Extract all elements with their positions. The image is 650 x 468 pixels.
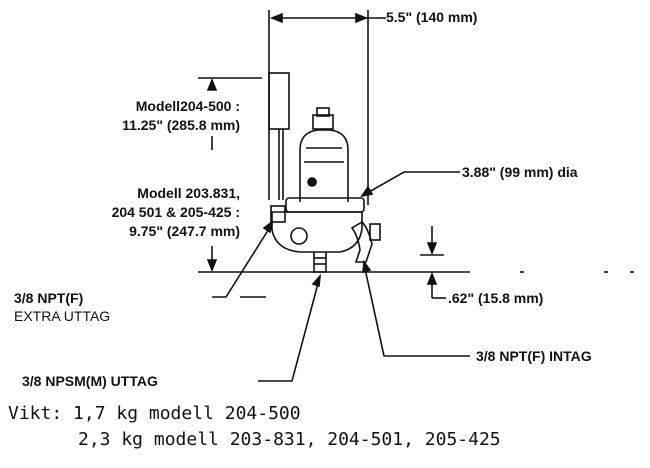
weight-line-1: Vikt: 1,7 kg modell 204-500 — [8, 403, 301, 424]
offset-label: .62" (15.8 mm) — [448, 290, 544, 306]
diameter-label: 3.88" (99 mm) dia — [462, 164, 578, 180]
inlet-arrow — [362, 259, 372, 274]
handle-grip — [268, 72, 290, 130]
body-port-left — [290, 227, 308, 245]
regulator-flange — [285, 197, 365, 213]
weight-line-2: 2,3 kg modell 203-831, 204-501, 205-425 — [78, 429, 501, 450]
offset-arrow-bottom — [426, 271, 438, 285]
outlet-label: 3/8 NPSM(M) UTTAG — [22, 373, 158, 389]
regulator-body — [271, 211, 363, 253]
regulator-knob-cap — [316, 107, 330, 117]
regulator-bonnet — [299, 129, 349, 202]
diameter-leader — [361, 171, 460, 197]
extra-outlet-leader — [212, 223, 273, 298]
diameter-arrow — [360, 185, 374, 198]
extra-outlet-arrow — [262, 220, 274, 234]
height-arrow-top — [206, 77, 218, 91]
inlet-leader — [363, 263, 470, 357]
outlet-stem — [313, 252, 327, 273]
model-short-line2: 204 501 & 205-425 : — [111, 204, 240, 220]
offset-arrow-top — [426, 242, 438, 256]
inlet-elbow — [350, 220, 373, 263]
width-label: 5.5" (140 mm) — [386, 9, 478, 25]
model-tall-name: Modell204-500 : — [135, 98, 240, 114]
inlet-label: 3/8 NPT(F) INTAG — [476, 348, 592, 364]
model-short-value: 9.75" (247.7 mm) — [129, 223, 240, 239]
bonnet-rivet — [307, 177, 317, 187]
outlet-leader — [258, 275, 321, 382]
side-port-block — [270, 205, 286, 223]
right-fitting — [369, 223, 381, 241]
model-tall-value: 11.25" (285.8 mm) — [122, 117, 240, 133]
extra-outlet-label-line1: 3/8 NPT(F) — [14, 290, 84, 306]
model-short-line1: Modell 203.831, — [137, 185, 240, 201]
regulator-knob — [312, 114, 334, 130]
width-arrow-right — [355, 12, 369, 24]
outlet-arrow — [311, 273, 322, 288]
height-arrow-bottom — [206, 259, 218, 273]
extra-outlet-label-line2: EXTRA UTTAG — [14, 308, 111, 324]
width-arrow-left — [269, 12, 283, 24]
